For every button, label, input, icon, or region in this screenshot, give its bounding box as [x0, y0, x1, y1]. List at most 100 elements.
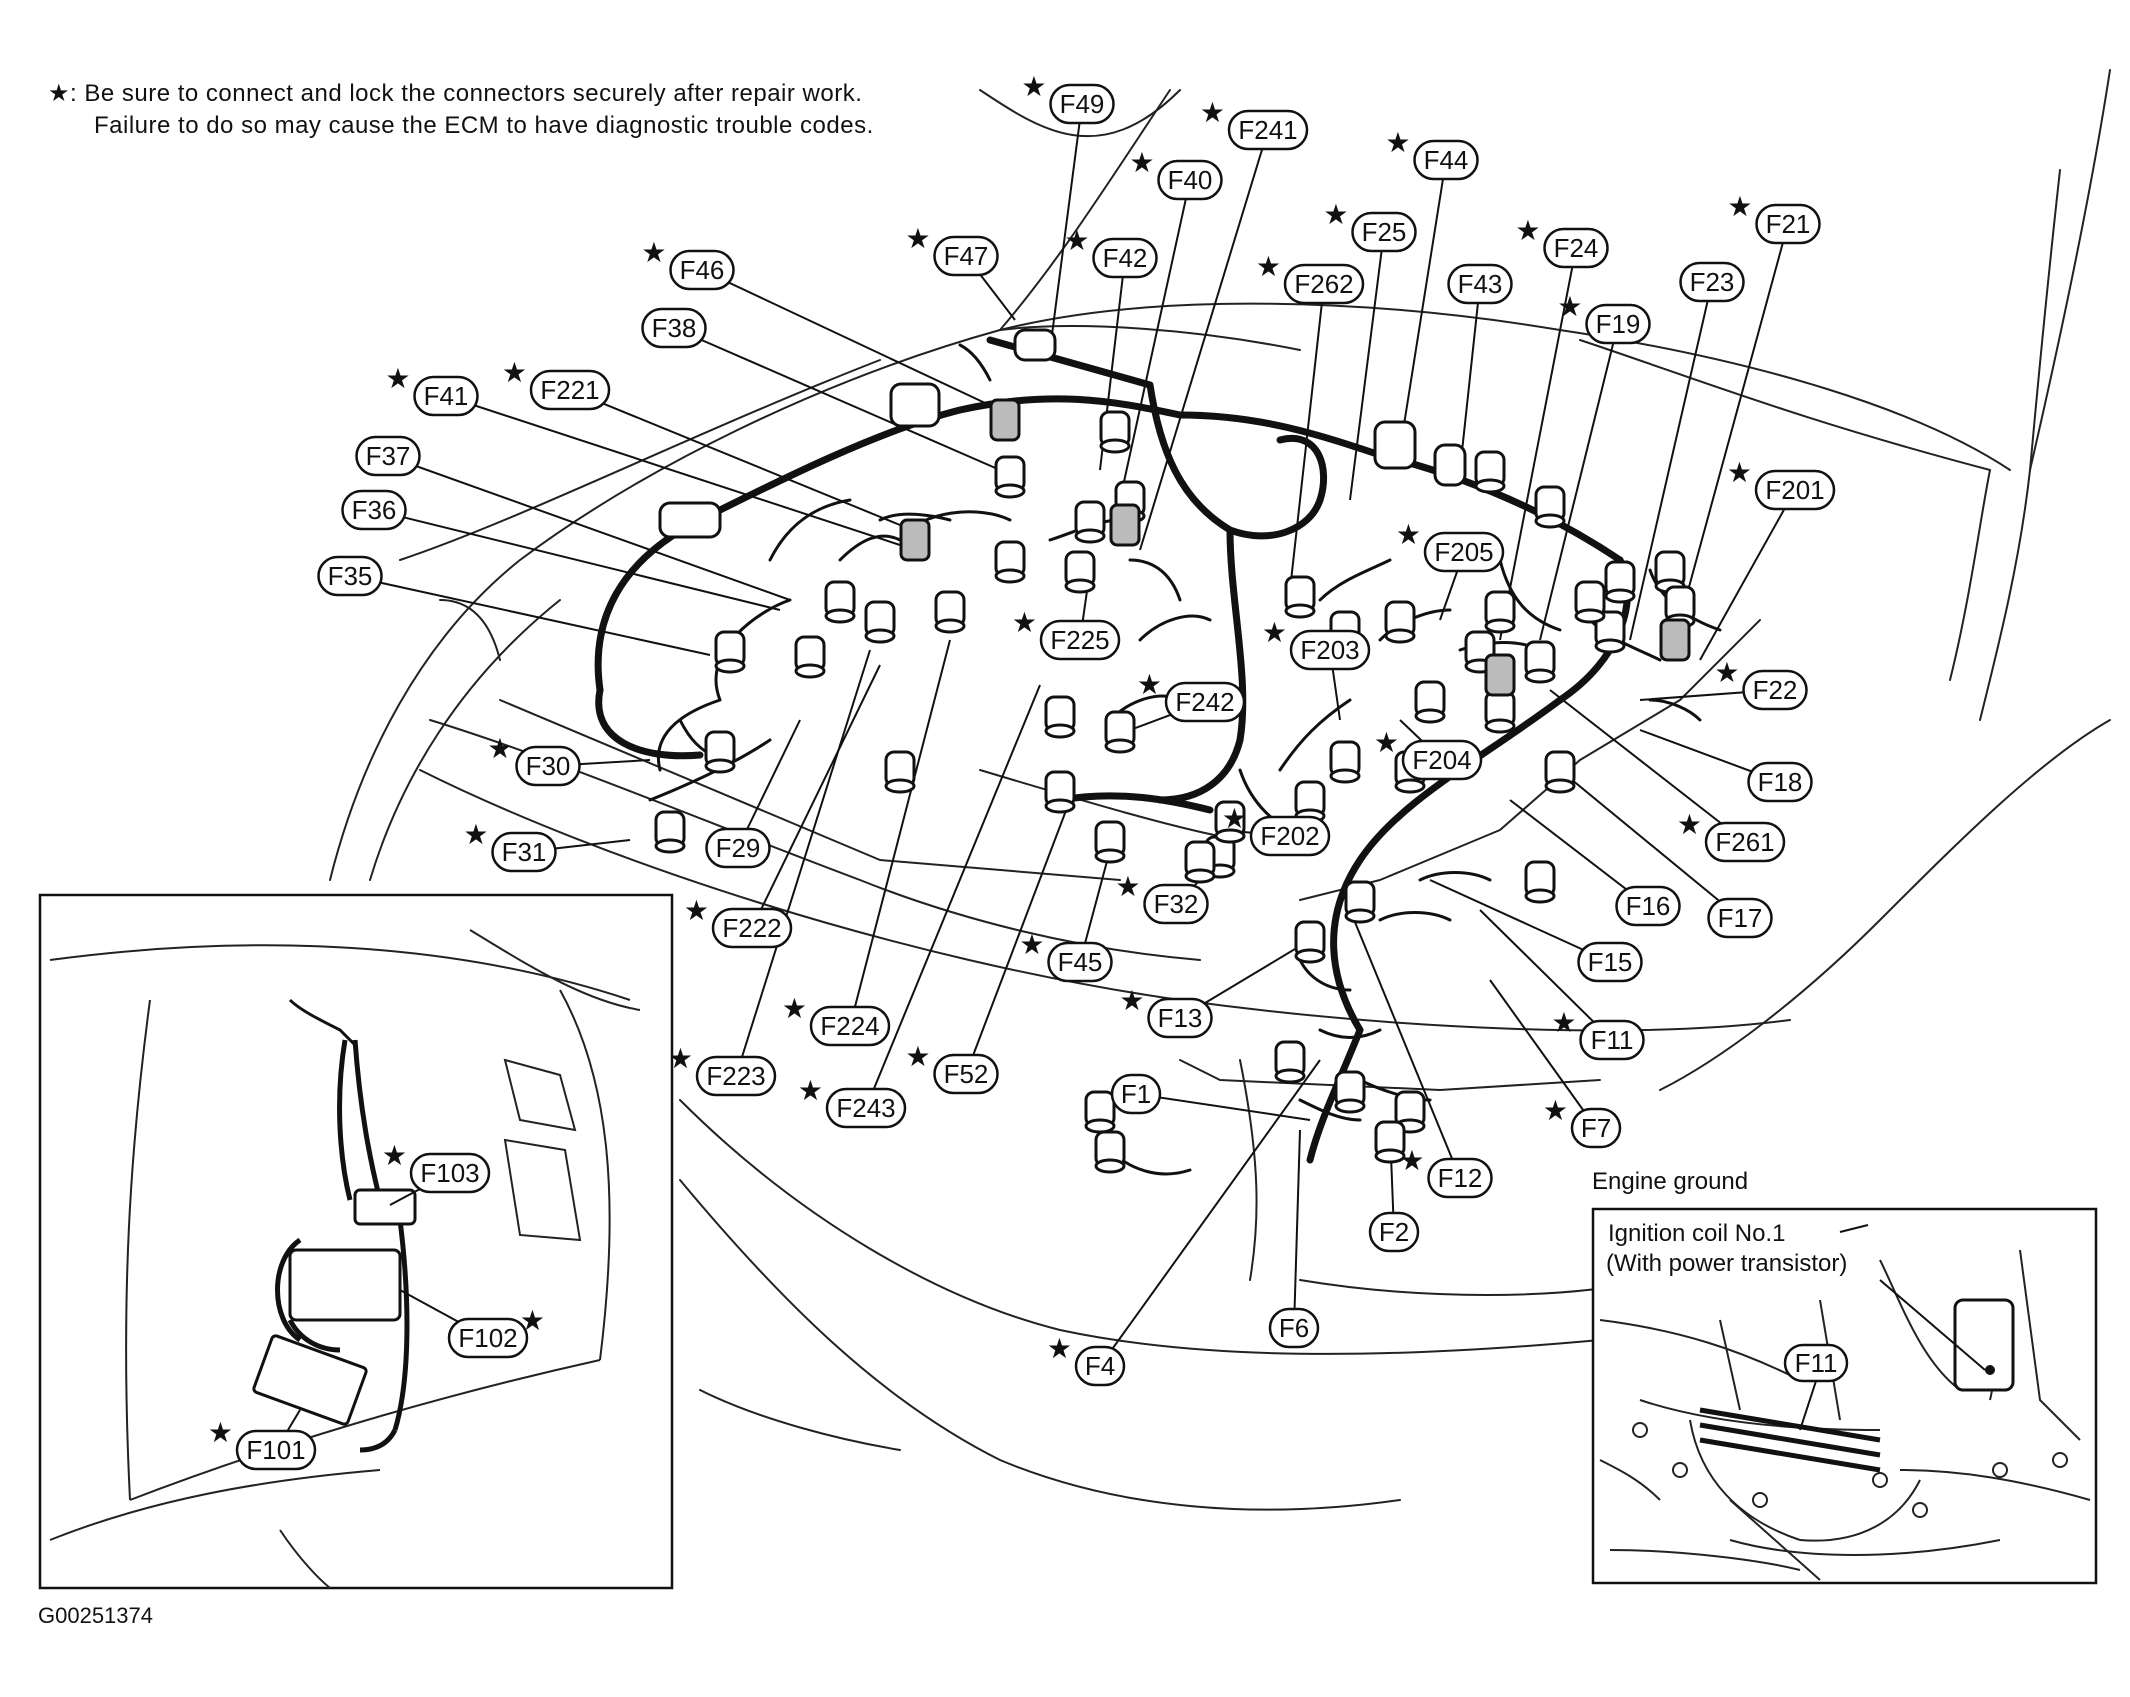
connector-label-f12: F12★ [1399, 1145, 1493, 1199]
connector-id: F25 [1362, 217, 1407, 247]
connector-id: F103 [420, 1158, 479, 1188]
star-icon: ★ [208, 1417, 233, 1448]
connector-label-f7: F7★ [1543, 1095, 1622, 1149]
connector-id: F40 [1168, 165, 1213, 195]
connector-label-f49: F49★ [1021, 71, 1115, 125]
star-icon: ★ [1551, 1007, 1576, 1038]
star-icon: ★ [1256, 251, 1281, 282]
figure-id: G00251374 [38, 1603, 153, 1628]
connector-id: F30 [526, 751, 571, 781]
connector-id: F242 [1175, 687, 1234, 717]
connector-id: F102 [458, 1323, 517, 1353]
star-icon: ★ [1047, 1333, 1072, 1364]
connector-label-f46: F46★ [641, 237, 735, 291]
connector-label-f101: F101★ [208, 1417, 317, 1471]
connector-label-f205: F205★ [1396, 519, 1505, 573]
connector-label-f102: F102★ [447, 1305, 545, 1359]
star-icon: ★ [1543, 1095, 1568, 1126]
connector-id: F19 [1596, 309, 1641, 339]
connector-label-f224: F224★ [782, 993, 891, 1047]
connector-id: F43 [1458, 269, 1503, 299]
connector-label-f30: F30★ [487, 733, 581, 787]
connector-label-f38: F38 [641, 307, 707, 349]
connector-label-f243: F243 ★ [798, 1075, 907, 1129]
connector-id: F31 [502, 837, 547, 867]
connector-label-f24: F24★ [1515, 215, 1609, 269]
connector-label-f47: F47 ★ [905, 223, 999, 277]
connector-id: F13 [1158, 1003, 1203, 1033]
connector-id: F11 [1591, 1025, 1634, 1055]
connector-id: F225 [1050, 625, 1109, 655]
note-line-2: Failure to do so may cause the ECM to ha… [94, 112, 874, 139]
star-icon: ★ [1557, 291, 1582, 322]
connector-label-f241: F241★ [1200, 97, 1309, 151]
connector-label-f40: F40 ★ [1129, 147, 1223, 201]
star-icon: ★ [1021, 71, 1046, 102]
connector-label-f36: F36 [341, 489, 407, 531]
connector-id: F38 [652, 313, 697, 343]
star-icon: ★ [1374, 727, 1399, 758]
star-icon: ★ [1129, 147, 1154, 178]
connector-label-f29: F29 [705, 827, 771, 869]
connector-label-f204: F204★ [1374, 727, 1483, 781]
connector-id: F52 [944, 1059, 989, 1089]
connector-label-f242: F242 ★ [1137, 669, 1246, 723]
engine-ground-title: Engine ground [1592, 1168, 1749, 1195]
star-icon: ★ [48, 80, 71, 107]
connector-label-f2: F2 [1368, 1211, 1420, 1253]
connector-id: F201 [1765, 475, 1824, 505]
connector-label-f203: F203★ [1262, 617, 1371, 671]
connector-id: F42 [1103, 243, 1148, 273]
connector-id: F37 [366, 441, 411, 471]
connector-id: F47 [944, 241, 989, 271]
connector-label-f202: F202★ [1222, 803, 1331, 857]
connector-label-f17: F17 [1707, 897, 1773, 939]
connector-label-f4: F4 ★ [1047, 1333, 1126, 1387]
connector-id: F243 [836, 1093, 895, 1123]
connector-id: F44 [1424, 145, 1469, 175]
connector-id: F23 [1690, 267, 1735, 297]
star-icon: ★ [1137, 669, 1162, 700]
connector-label-f21: F21★ [1727, 191, 1821, 245]
connector-label-f6: F6 [1268, 1307, 1320, 1349]
connector-label-f11: F11 ★ [1551, 1007, 1645, 1061]
connector-id: F4 [1085, 1351, 1115, 1381]
ignition-coil-label: Ignition coil No.1 [1608, 1220, 1785, 1247]
connector-label-f18: F18 [1747, 761, 1813, 803]
connector-label-f13: F13 ★ [1119, 985, 1213, 1039]
star-icon: ★ [1200, 97, 1225, 128]
star-icon: ★ [782, 993, 807, 1024]
star-icon: ★ [382, 1140, 407, 1171]
connector-id: F222 [722, 913, 781, 943]
connector-label-f31: F31★ [463, 819, 557, 873]
connector-id: F6 [1279, 1313, 1309, 1343]
connector-label-f41: F41★ [385, 363, 479, 417]
connector-id: F22 [1753, 675, 1798, 705]
connector-id: F41 [424, 381, 469, 411]
connector-label-f262: F262★ [1256, 251, 1365, 305]
connector-label-f19: F19 ★ [1557, 291, 1651, 345]
connector-id: F45 [1058, 947, 1103, 977]
connector-label-f222: F222 ★ [684, 895, 793, 949]
star-icon: ★ [798, 1075, 823, 1106]
connector-label-f223: F223★ [668, 1043, 777, 1097]
star-icon: ★ [1012, 607, 1037, 638]
connector-id: F24 [1554, 233, 1599, 263]
star-icon: ★ [684, 895, 709, 926]
star-icon: ★ [1727, 191, 1752, 222]
star-icon: ★ [1115, 871, 1140, 902]
star-icon: ★ [1677, 809, 1702, 840]
connector-label-f103: F103 ★ [382, 1140, 491, 1194]
connector-label-f37: F37 [355, 435, 421, 477]
connector-id: F15 [1588, 947, 1633, 977]
connector-id: F1 [1121, 1079, 1151, 1109]
star-icon: ★ [641, 237, 666, 268]
connector-id: F16 [1626, 891, 1671, 921]
star-icon: ★ [905, 223, 930, 254]
connector-label-f225: F225 ★ [1012, 607, 1121, 661]
connector-label-f45: F45 ★ [1019, 929, 1113, 983]
star-icon: ★ [1119, 985, 1144, 1016]
connector-label-f35: F35 [317, 555, 383, 597]
star-icon: ★ [520, 1305, 545, 1336]
star-icon: ★ [1019, 929, 1044, 960]
